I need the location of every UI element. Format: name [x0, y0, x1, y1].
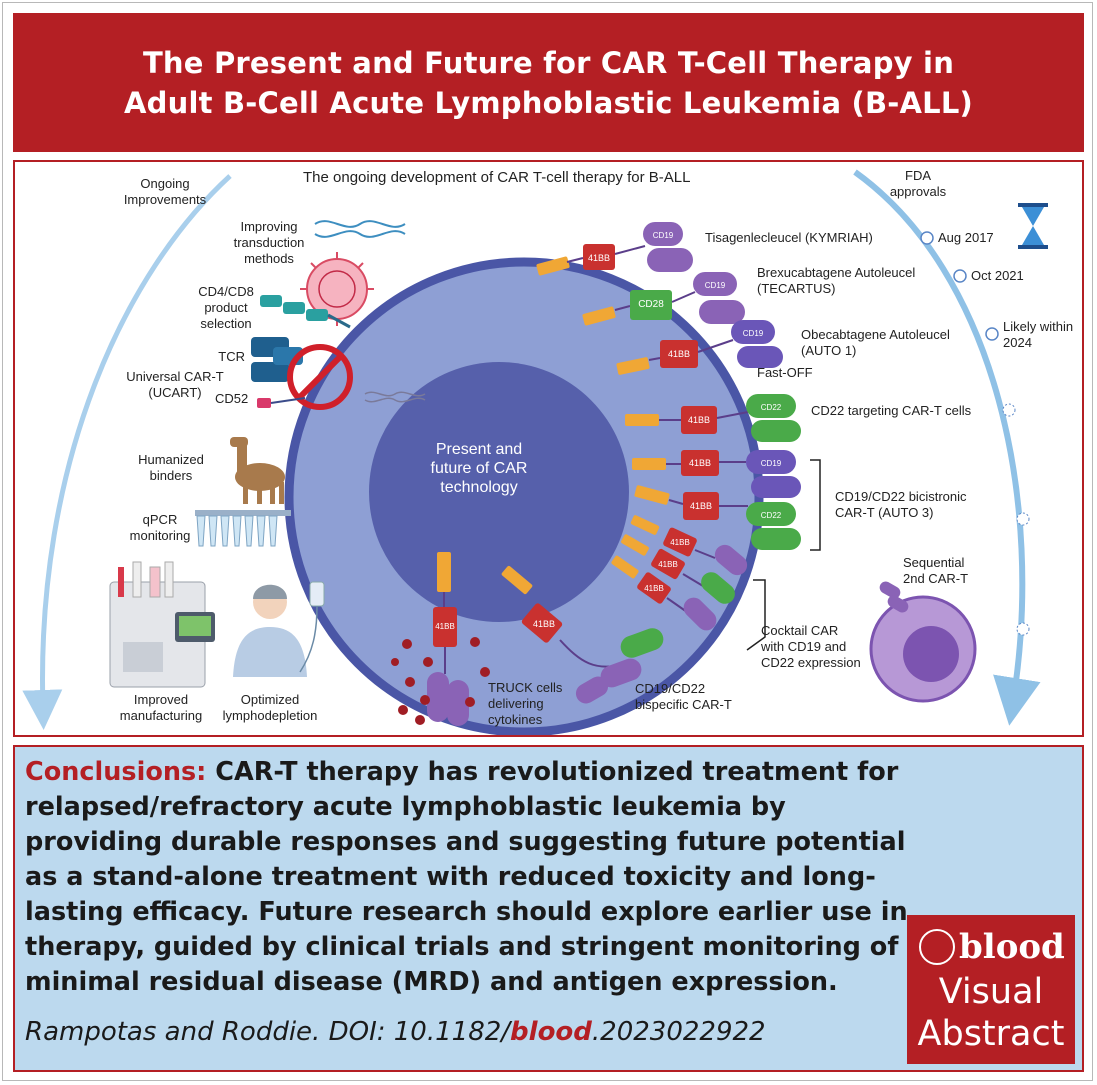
car-cd22: [625, 394, 801, 442]
diagram-graphics: [22, 169, 1048, 735]
cd22car-cd22-label: CD22: [760, 403, 782, 412]
car-auto1: [616, 320, 783, 375]
timeline-node-oct2021: [953, 269, 967, 283]
auto1-label: Obecabtagene Autoleucel (AUTO 1): [801, 327, 950, 358]
timeline-node-2024: [985, 327, 999, 341]
cd4cd8-label: CD4/CD8 product selection: [198, 284, 254, 331]
manufacturing-machine-icon: [109, 561, 215, 688]
car-cocktail-2: [621, 534, 735, 604]
t-cell-nucleus: [369, 362, 629, 622]
diagram-panel: 41BB CD19 CD28 CD19 41BB CD19 41BB CD22 …: [13, 160, 1084, 737]
tcr-receptor-icon: [251, 337, 303, 382]
car-bispecific: [501, 565, 664, 704]
fda-timeline-arrow: [853, 169, 1041, 726]
bicis-bottom-cd22-label: CD22: [760, 511, 782, 520]
bispecific-label: CD19/CD22 bispecific CAR-T: [635, 681, 732, 712]
sequential-cart-cell: [869, 581, 977, 703]
tecartus-label: Brexucabtagene Autoleucel (TECARTUS): [757, 265, 916, 296]
kymriah-label: Tisagenlecleucel (KYMRIAH): [705, 230, 873, 245]
auto1-cd19-label: CD19: [742, 329, 764, 338]
lymphodepletion-label: Optimized lymphodepletion: [222, 692, 318, 723]
car-bicistronic-cd22: [634, 485, 801, 550]
sequential-label: Sequential 2nd CAR-T: [903, 555, 969, 586]
truck-label: TRUCK cells delivering cytokines: [488, 680, 563, 727]
dna-helix-icon: [314, 220, 406, 238]
seal-icon: [919, 929, 955, 965]
bispecific-41bb-label: 41BB: [532, 619, 556, 629]
manufacturing-label: Improved manufacturing: [119, 692, 203, 723]
kymriah-cd19-label: CD19: [652, 231, 674, 240]
ongoing-improvements-label: Ongoing Improvements: [123, 176, 207, 207]
bicistronic-label: CD19/CD22 bicistronic CAR-T (AUTO 3): [835, 489, 967, 520]
fda-approvals-label: FDA approvals: [889, 168, 947, 199]
kymriah-41bb-label: 41BB: [587, 253, 611, 263]
cd52-marker-icon: [257, 397, 306, 408]
fda-date-2024: Likely within 2024: [1003, 319, 1074, 350]
fda-date-aug2017: Aug 2017: [938, 230, 994, 245]
title-line-2: Adult B-Cell Acute Lymphoblastic Leukemi…: [124, 85, 973, 120]
qpcr-tubes-icon: [195, 510, 291, 547]
cd22car-41bb-label: 41BB: [687, 415, 711, 425]
citation-suffix: .2023022922: [591, 1017, 766, 1047]
cocktail-2-41bb-label: 41BB: [658, 560, 678, 569]
bicis-top-41bb-label: 41BB: [688, 458, 712, 468]
car-truck: [427, 552, 469, 726]
cd22-targeting-label: CD22 targeting CAR-T cells: [811, 403, 972, 418]
citation-prefix: Rampotas and Roddie. DOI: 10.1182/: [25, 1017, 511, 1047]
conclusions-box: Conclusions: CAR-T therapy has revolutio…: [13, 745, 1084, 1072]
gene-editing-icon: [364, 391, 426, 403]
cd4-cd8-chain-icon: [260, 295, 351, 329]
tecartus-cd19-label: CD19: [704, 281, 726, 290]
cocktail-bracket: [746, 579, 766, 651]
tcr-label: TCR: [218, 349, 245, 364]
humanized-label: Humanized binders: [138, 452, 204, 483]
timeline-node-future-1: [1002, 403, 1016, 417]
conclusions-heading: Conclusions:: [25, 757, 207, 787]
title-banner: The Present and Future for CAR T-Cell Th…: [13, 13, 1084, 152]
fda-date-oct2021: Oct 2021: [971, 268, 1024, 283]
hourglass-icon: [1018, 203, 1048, 249]
cytokine-dots: [391, 637, 490, 725]
logo-line-2: Abstract: [917, 1014, 1065, 1054]
citation: Rampotas and Roddie. DOI: 10.1182/blood.…: [25, 1017, 766, 1047]
llama-icon: [230, 437, 285, 504]
bicis-top-cd19-label: CD19: [760, 459, 782, 468]
cocktail-3-41bb-label: 41BB: [644, 584, 664, 593]
cocktail-label: Cocktail CAR with CD19 and CD22 expressi…: [761, 623, 861, 670]
ucart-label: Universal CAR-T (UCART): [126, 369, 224, 400]
qpcr-label: qPCR monitoring: [129, 512, 191, 543]
car-kymriah: [536, 222, 693, 276]
patient-icon: [233, 581, 325, 677]
car-tecartus: [582, 272, 745, 326]
timeline-node-future-2: [1016, 512, 1030, 526]
virus-icon: [300, 252, 374, 326]
bicistronic-bracket: [810, 459, 821, 551]
center-label: Present and future of CAR technology: [430, 441, 528, 496]
truck-41bb-label: 41BB: [435, 622, 455, 631]
panel-heading: The ongoing development of CAR T-cell th…: [303, 169, 691, 186]
logo-word: blood: [959, 927, 1065, 967]
timeline-node-future-3: [1016, 622, 1030, 636]
logo-line-1: Visual: [938, 972, 1044, 1012]
fastoff-label: Fast-OFF: [757, 365, 813, 380]
prohibited-icon: [287, 344, 353, 410]
tecartus-cd28-label: CD28: [638, 299, 664, 310]
car-cocktail-3: [611, 555, 717, 631]
conclusions-text: Conclusions: CAR-T therapy has revolutio…: [25, 755, 925, 1000]
improvements-arrow: [22, 174, 232, 730]
car-cocktail-1: [630, 515, 748, 576]
auto1-41bb-label: 41BB: [667, 349, 691, 359]
cd52-label: CD52: [215, 391, 249, 406]
transduction-label: Improving transduction methods: [233, 219, 305, 266]
conclusions-body: CAR-T therapy has revolutionized treatme…: [25, 757, 908, 997]
car-bicistronic-cd19: [632, 450, 801, 498]
citation-journal: blood: [510, 1017, 592, 1047]
cocktail-1-41bb-label: 41BB: [670, 538, 690, 547]
bicis-bottom-41bb-label: 41BB: [689, 501, 713, 511]
timeline-node-aug2017: [920, 231, 934, 245]
title-line-1: The Present and Future for CAR T-Cell Th…: [142, 45, 955, 80]
